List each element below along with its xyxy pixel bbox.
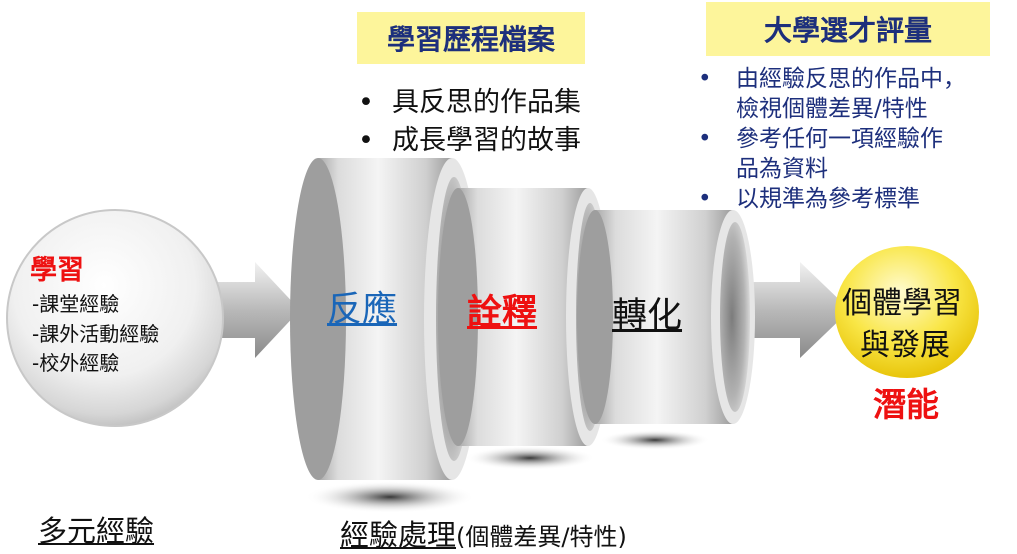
shadow-medium [465, 446, 595, 470]
selection-title: 大學選才評量 [763, 14, 932, 47]
learning-item-external: -校外經驗 [32, 351, 120, 375]
diverse-experience-label: 多元經驗 [38, 514, 155, 548]
portfolio-bullet: •具反思的作品集 [358, 87, 581, 118]
selection-bullet: • 參考任何一項經驗作 品為資料 [698, 126, 943, 182]
experience-processing-label: 經驗處理(個體差異/特性) [340, 512, 627, 554]
selection-bullets: • 由經驗反思的作品中， 檢視個體差異/特性 • 參考任何一項經驗作 品為資料 … [698, 64, 966, 214]
stage-interpretation: 詮釋 [467, 293, 538, 333]
processing-suffix: (個體差異/特性) [456, 523, 627, 551]
portfolio-bullets: •具反思的作品集 •成長學習的故事 [358, 84, 581, 160]
stage-transformation: 轉化 [612, 296, 683, 336]
input-arrow [205, 262, 300, 358]
processing-main: 經驗處理 [340, 518, 457, 552]
learning-item-classroom: -課堂經驗 [32, 292, 120, 316]
learning-item-extracurricular: -課外活動經驗 [32, 322, 160, 346]
portfolio-title: 學習歷程檔案 [386, 23, 555, 56]
outcome-line1: 個體學習 [842, 286, 962, 321]
portfolio-bullet: •成長學習的故事 [358, 125, 581, 156]
stage-reflection: 反應 [327, 290, 398, 330]
selection-title-box: 大學選才評量 [706, 2, 990, 56]
outcome-potential: 潛能 [873, 385, 939, 424]
shadow-large [305, 481, 475, 513]
cylinder-transformation [577, 210, 755, 424]
outcome-line2: 與發展 [860, 328, 950, 363]
learning-title: 學習 [30, 255, 84, 286]
shadow-small [600, 430, 710, 450]
selection-bullet: • 以規準為參考標準 [698, 186, 920, 212]
outcome-sphere [835, 246, 979, 378]
portfolio-title-box: 學習歷程檔案 [357, 12, 585, 64]
output-arrow [740, 262, 850, 358]
selection-bullet: • 由經驗反思的作品中， 檢視個體差異/特性 [698, 66, 966, 122]
learning-sphere [6, 209, 224, 427]
